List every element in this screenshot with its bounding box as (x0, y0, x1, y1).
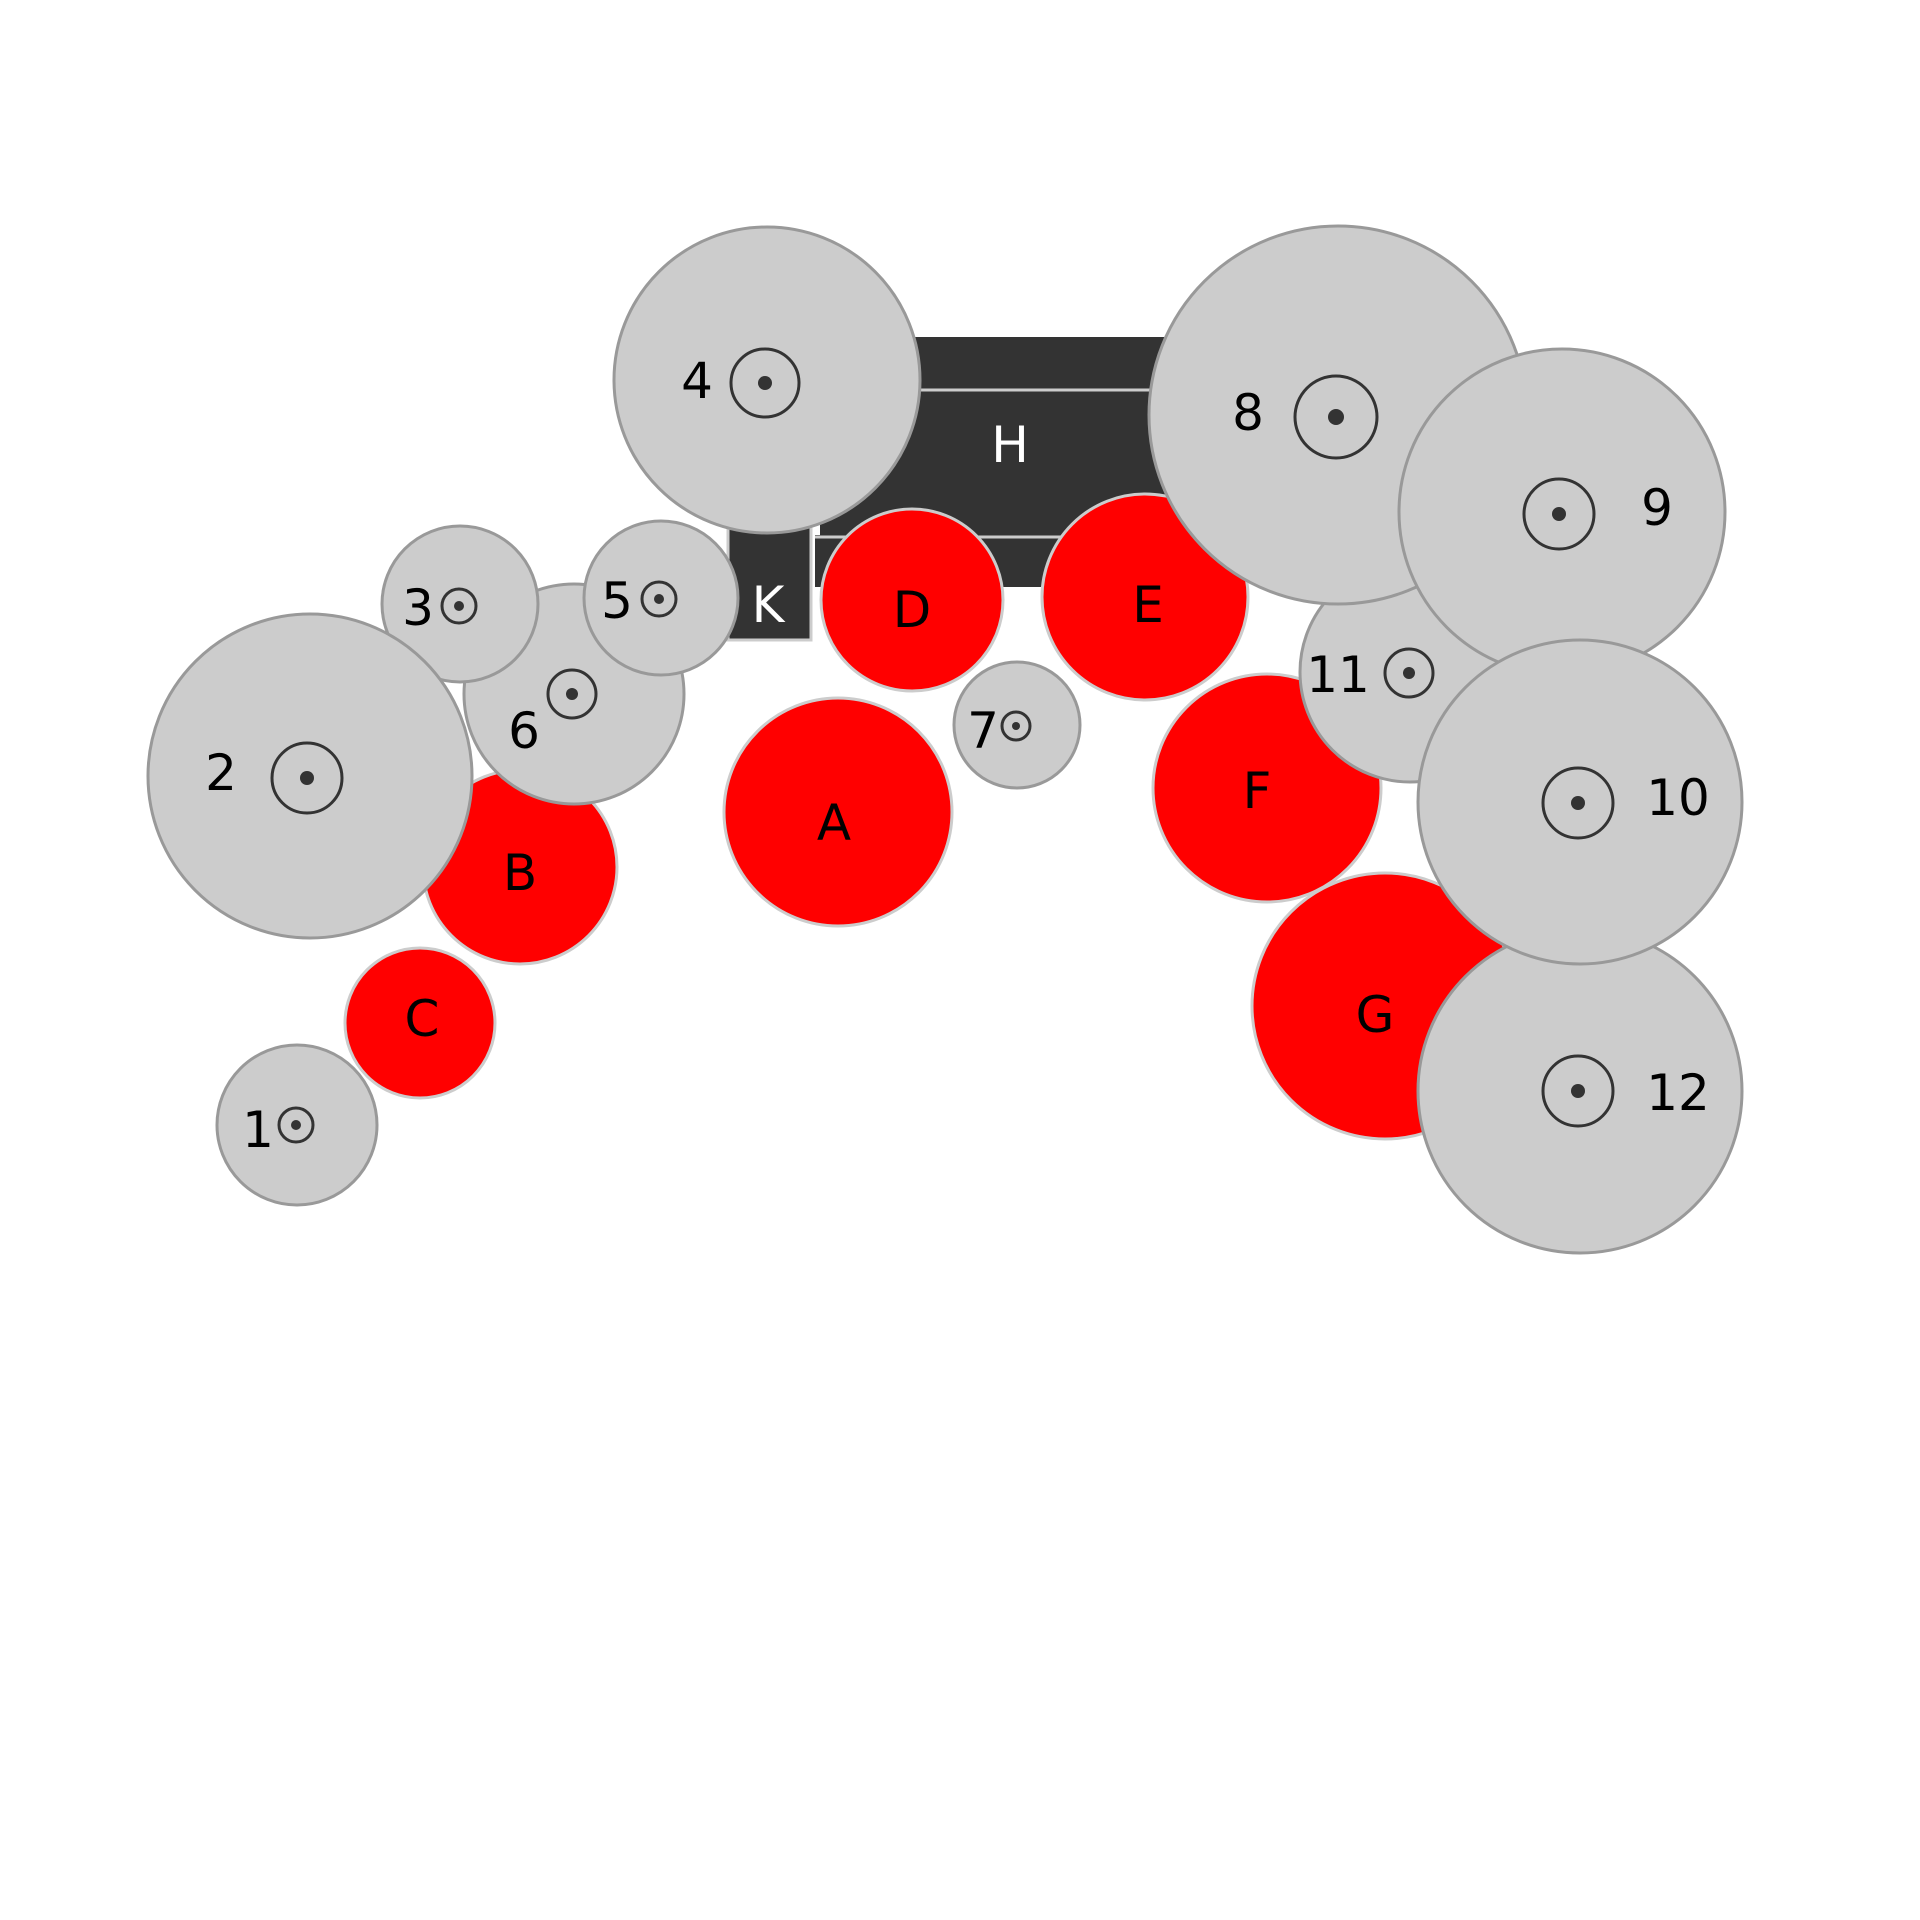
red-node-a-label: A (817, 794, 851, 852)
gray-node-12-label: 12 (1646, 1064, 1710, 1122)
target-icon (440, 587, 478, 625)
target-icon (1541, 766, 1615, 840)
gray-node-3-label: 3 (402, 579, 434, 637)
target-icon (1541, 1054, 1615, 1128)
gray-node-2: 2 (146, 612, 474, 940)
gray-node-4: 4 (612, 225, 922, 535)
target-icon (1293, 374, 1379, 460)
red-node-c-label: C (405, 990, 440, 1048)
gray-node-6-label: 6 (508, 702, 540, 760)
red-node-e-label: E (1132, 576, 1164, 634)
target-icon (1000, 710, 1032, 742)
red-node-b-label: B (503, 844, 537, 902)
red-node-b: B (421, 768, 619, 966)
block-k-label: K (752, 576, 786, 634)
target-icon (270, 741, 344, 815)
gray-node-1-label: 1 (242, 1101, 274, 1159)
gray-node-11-label: 11 (1306, 646, 1370, 704)
target-icon (546, 668, 598, 720)
red-node-c: C (343, 946, 497, 1100)
red-node-a: A (722, 696, 954, 928)
red-node-a-circle (722, 696, 954, 928)
gray-node-1: 1 (215, 1043, 379, 1207)
target-icon (1522, 477, 1596, 551)
gray-node-2-label: 2 (205, 744, 237, 802)
gray-node-4-label: 4 (681, 352, 713, 410)
gray-node-5-label: 5 (601, 572, 633, 630)
block-k-rect (726, 518, 813, 642)
red-node-e-circle (1040, 492, 1250, 702)
gray-node-10-label: 10 (1646, 769, 1710, 827)
gray-node-3: 3 (380, 524, 540, 684)
block-h-label: H (991, 416, 1029, 474)
red-node-g-label: G (1356, 986, 1395, 1044)
red-node-e: E (1040, 492, 1250, 702)
target-icon (729, 347, 801, 419)
gray-node-10: 10 (1416, 638, 1744, 966)
target-icon (277, 1106, 315, 1144)
target-icon (640, 580, 678, 618)
gray-node-12: 12 (1416, 927, 1744, 1255)
gray-node-9: 9 (1397, 347, 1727, 677)
gray-node-8-label: 8 (1232, 384, 1264, 442)
block-k: K (726, 518, 813, 642)
gray-node-7-label: 7 (967, 702, 999, 760)
red-node-c-circle (343, 946, 497, 1100)
gray-node-5: 5 (582, 519, 740, 677)
target-icon (1383, 647, 1435, 699)
gray-node-9-label: 9 (1641, 479, 1673, 537)
red-node-d-circle (819, 507, 1005, 693)
gray-node-7: 7 (952, 660, 1082, 790)
red-node-f-label: F (1243, 762, 1272, 820)
red-node-d: D (819, 507, 1005, 693)
red-node-d-label: D (893, 581, 932, 639)
